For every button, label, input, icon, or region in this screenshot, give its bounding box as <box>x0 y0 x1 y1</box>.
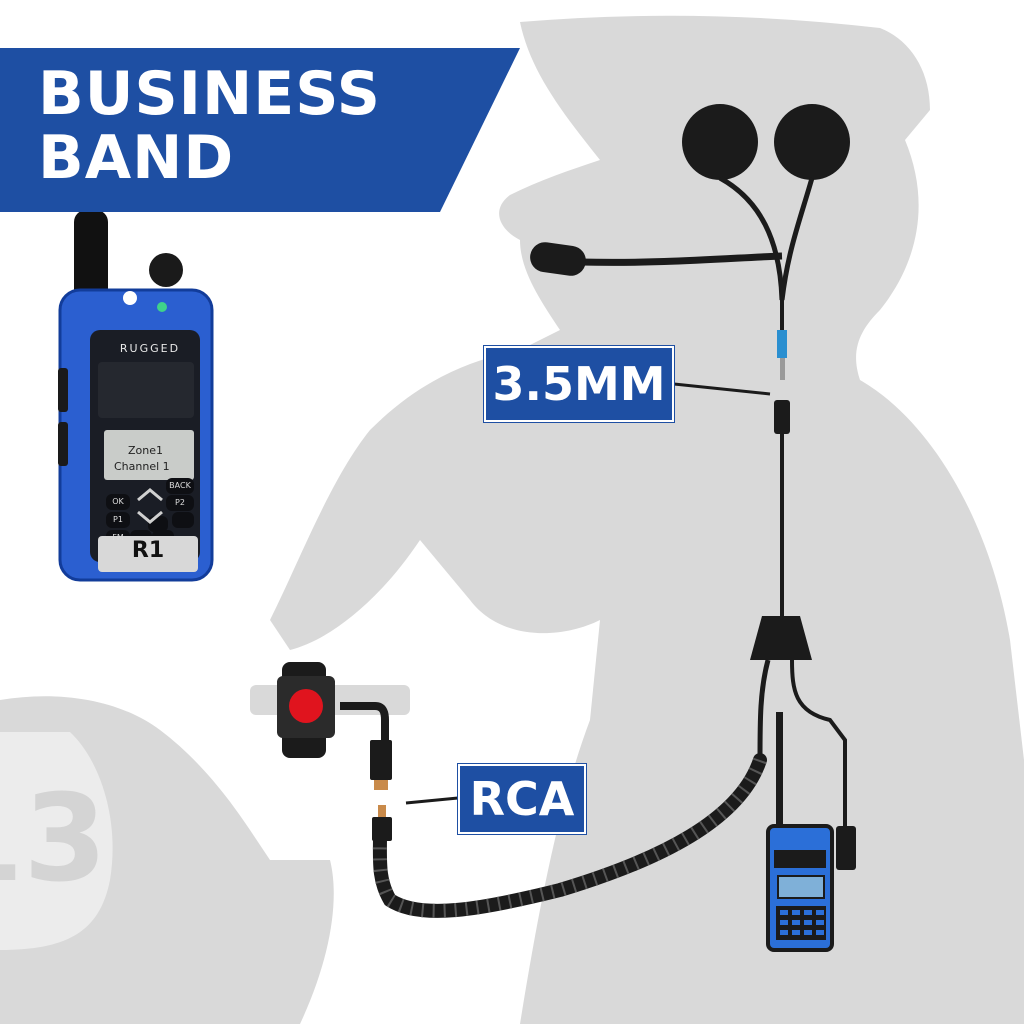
rca-connectors <box>370 740 392 841</box>
pointer-35 <box>673 382 771 396</box>
radio-key-ok: OK <box>112 497 124 506</box>
nav-arrows <box>137 488 163 524</box>
hip-radio <box>766 712 834 952</box>
headset-plug-tip <box>780 358 785 380</box>
pointer-rca <box>405 796 459 805</box>
radio-key-p2: P2 <box>175 498 185 507</box>
coiled-cord <box>372 753 767 918</box>
headset-plug-collar <box>777 330 787 358</box>
banner-line-2: BAND <box>38 123 235 193</box>
category-banner: BUSINESS BAND <box>0 48 520 212</box>
speaker-grille <box>98 362 194 418</box>
banner-line-1: BUSINESS <box>38 59 381 129</box>
radio-brand: RUGGED <box>119 342 181 355</box>
volume-knob <box>149 253 183 287</box>
radio-key-p1: P1 <box>113 515 123 524</box>
label-rca: RCA <box>457 763 587 835</box>
y-splitter <box>750 616 856 870</box>
jack-35 <box>774 400 790 434</box>
banner-title: BUSINESS BAND <box>38 62 381 190</box>
lcd-screen <box>104 430 194 480</box>
radio-key-back: BACK <box>169 481 191 490</box>
radio-screen-line-2: Channel 1 <box>114 460 170 473</box>
left-speaker <box>682 104 758 180</box>
number-plate <box>0 732 113 950</box>
r1-handheld-radio <box>58 210 214 582</box>
boom-arm <box>579 252 783 266</box>
radio-screen-line-1: Zone1 <box>128 444 164 457</box>
headset <box>530 104 850 618</box>
background-plate-number: 13 <box>0 770 107 909</box>
status-led <box>157 302 167 312</box>
microphone <box>530 242 586 276</box>
flashlight <box>123 291 137 305</box>
radio-key-fm: FM <box>112 533 124 542</box>
ptt-button <box>277 662 389 758</box>
right-speaker <box>774 104 850 180</box>
radio-model-label: R1 <box>131 538 165 563</box>
label-3-5mm: 3.5MM <box>483 345 675 423</box>
